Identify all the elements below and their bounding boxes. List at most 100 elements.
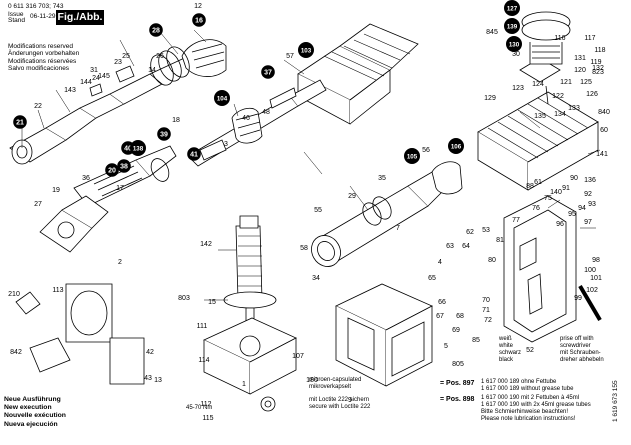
callout-bubble-20: 20 [105,163,119,177]
note-line: 1 617 000 190 mit 2 Fettuben à 45ml [481,395,580,401]
callout-number: 127 [507,5,518,12]
part-label-93: 93 [588,201,596,208]
part-label-15: 15 [208,299,216,306]
part-label-62: 62 [466,229,474,236]
part-label-27: 27 [34,201,42,208]
part-label-30: 30 [512,51,520,58]
part-label-66: 66 [438,299,446,306]
gear-shaft-sleeve [529,42,563,65]
part-label-13: 13 [154,377,162,384]
part-label-76: 76 [532,205,540,212]
part-label-97: 97 [584,219,592,226]
part-label-17: 17 [116,185,124,192]
callout-number: 130 [509,41,520,48]
execution-notes: Neue Ausführung New execution Nouvelle e… [4,396,66,429]
piston-grooves [235,113,261,137]
wire-black-note: schwarz black [499,350,521,364]
part-label-121: 121 [560,79,572,86]
part-label-69: 69 [452,327,460,334]
mod-line: Modifications réservées [8,57,77,65]
field-housing-group [203,317,297,412]
part-label-131: 131 [574,55,586,62]
callout-circle [214,90,230,106]
callout-circle [261,65,275,79]
part-label-145: 145 [98,73,110,80]
callout-circle [504,18,520,34]
spring-coil [166,46,190,78]
part-label-805: 805 [452,361,464,368]
washer [260,396,276,412]
motor-housing-side [527,121,599,191]
handle-housing-panel [391,321,425,377]
microencapsulated-note: microen-capsulated mikroverkapselt [309,377,361,391]
switch-block [519,237,537,271]
callout-bubble-127: 127 [504,0,520,16]
part-label-133: 133 [568,105,580,112]
callout-bubble-139: 139 [504,18,520,34]
housing-rear-top [339,23,419,71]
part-label-144: 144 [80,79,92,86]
part-label-80: 80 [488,257,496,264]
callout-number: 37 [264,69,272,76]
callout-bubble-38: 38 [117,159,131,173]
part-label-52: 52 [526,347,534,354]
part-label-42: 42 [146,349,154,356]
motor-group [477,11,599,191]
part-label-91: 91 [562,185,570,192]
part-label-35: 35 [378,175,386,182]
part-label-96: 96 [556,221,564,228]
note-line: 1 617 000 189 without grease tube [481,386,574,392]
part-label-823: 823 [592,69,604,76]
part-label-71: 71 [482,307,490,314]
crank-gear-lower [521,19,571,41]
callout-number: 39 [160,131,168,138]
note-line: Bitte Schmierhinweise beachten! [481,409,569,415]
cable-holder [29,337,71,373]
part-label-3: 3 [224,141,228,148]
callout-number: 138 [133,145,144,152]
housing-side [349,69,391,125]
part-label-132: 132 [592,65,604,72]
part-label-129: 129 [484,95,496,102]
handle-inner [513,209,567,333]
part-label-134: 134 [554,111,566,118]
gear-axis [545,85,549,105]
part-label-2: 2 [118,259,122,266]
o-ring [150,158,170,182]
callout-bubble-104: 104 [214,90,230,106]
part-label-58: 58 [300,245,308,252]
piston-ring [199,139,227,161]
part-label-22: 22 [34,103,42,110]
part-label-92: 92 [584,191,592,198]
part-label-840: 840 [598,109,610,116]
flange-neck [61,195,109,229]
callout-circle [13,115,27,129]
callout-bubble-37: 37 [261,65,275,79]
part-label-68: 68 [456,313,464,320]
part-label-34: 34 [312,275,320,282]
part-label-65: 65 [428,275,436,282]
note-line: mikroverkapselt [309,384,352,390]
part-label-48: 48 [262,109,270,116]
motor-fins [487,97,589,159]
field-housing-bore [239,335,261,357]
piston-rod [289,79,327,107]
callout-number: 139 [507,23,518,30]
part-label-1: 1 [242,381,246,388]
part-label-118: 118 [594,47,605,54]
part-label-102: 102 [586,287,598,294]
part-label-99: 99 [574,295,582,302]
part-label-122: 122 [552,93,564,100]
holder-pin-part [115,65,135,83]
part-label-94: 94 [578,205,586,212]
callout-number: 21 [16,119,24,126]
handle-housing-side [385,305,433,387]
part-label-46: 46 [242,115,250,122]
callout-circle [130,140,146,156]
callout-bubble-106: 106 [448,138,464,154]
brush-clip [15,291,41,315]
carbon-brush-box [109,337,145,385]
guide-tube-end [135,145,177,177]
part-label-25: 25 [122,53,130,60]
part-label-136: 136 [584,177,596,184]
